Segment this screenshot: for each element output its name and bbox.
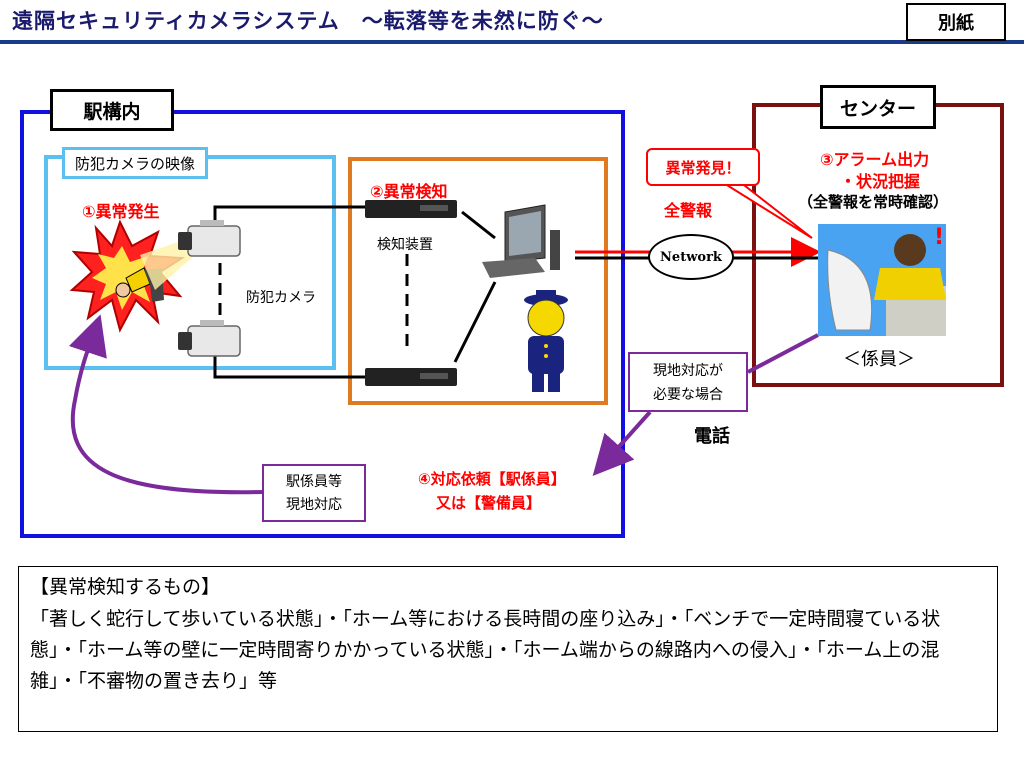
all-alert-label: 全警報 [664,201,713,220]
detector-device-icon [365,200,457,218]
response-request-label: ④対応依頼【駅係員】 [418,470,566,488]
station-staff-line2: 現地対応 [286,497,342,513]
camera-beam [140,238,195,290]
alarm-output-label: ③アラーム出力 [820,150,930,169]
phone-label: 電話 [694,426,730,447]
camera-label: 防犯カメラ [246,290,316,306]
found-bubble: 異常発見！ [646,148,760,186]
attachment-label: 別紙 [906,3,1006,41]
computer-icon [482,204,560,278]
page-title: 遠隔セキュリティカメラシステム ～転落等を未然に防ぐ～ [12,9,604,33]
svg-text:!: ! [934,225,944,250]
request-arrows [68,314,819,495]
title-rule [0,40,1024,44]
onsite-line2: 必要な場合 [653,387,723,403]
center-label: センター [820,85,936,129]
situation-label: ・状況把握 [840,172,921,191]
detector-label: 検知装置 [377,237,433,253]
security-guard-icon [524,290,568,392]
staff-label: ＜係員＞ [843,349,915,370]
detection-items-box [18,566,998,732]
detector-device-icon [365,368,457,386]
security-camera-icon [178,220,241,257]
abnormal-event-label: ①異常発生 [82,202,160,221]
all-alert-monitoring-label: （全警報を常時確認） [798,193,949,211]
detection-area [348,157,608,405]
security-camera-icon [178,320,241,357]
detection-items-heading: 【異常検知するもの】 [30,576,221,598]
operator-icon: ! [818,224,946,336]
response-request-label-2: 又は【警備員】 [436,494,542,512]
onsite-needed-box: 現地対応が 必要な場合 [628,352,748,412]
network-node: Network [648,234,734,280]
detection-label: ②異常検知 [370,182,448,201]
station-staff-line1: 駅係員等 [286,474,342,490]
station-area [20,110,625,538]
station-label: 駅構内 [50,89,174,131]
detection-items-text: 「著しく蛇行して歩いている状態」・「ホーム等における長時間の座り込み」・「ベンチ… [30,608,941,692]
network-links [575,237,821,267]
camera-area-label: 防犯カメラの映像 [62,147,209,179]
station-staff-box: 駅係員等 現地対応 [262,464,366,522]
onsite-line1: 現地対応が [653,363,723,379]
